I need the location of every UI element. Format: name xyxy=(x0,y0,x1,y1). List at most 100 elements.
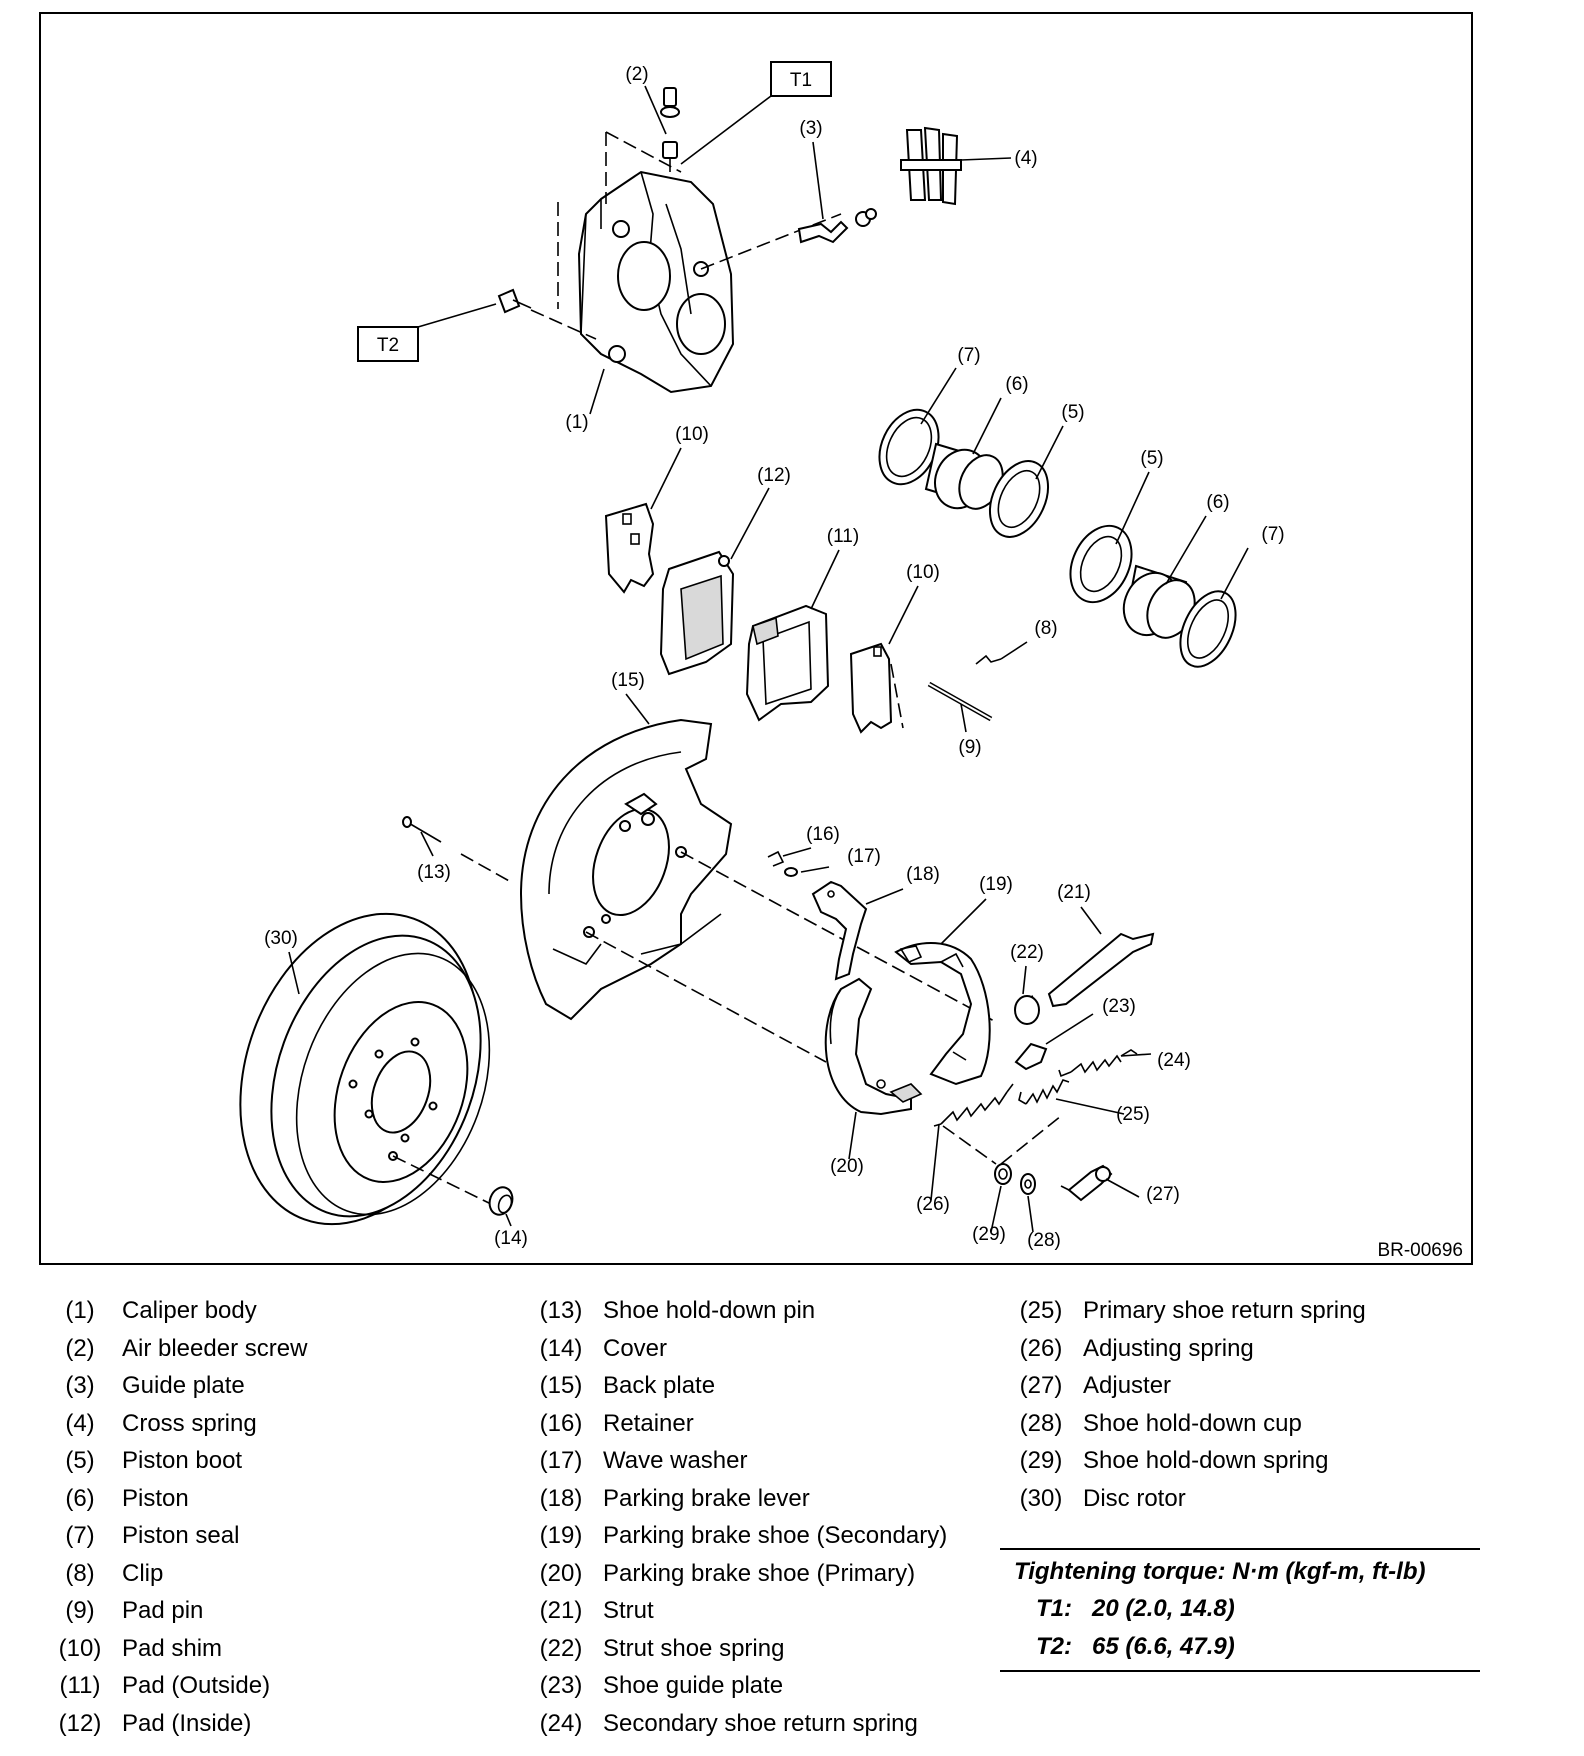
legend-item-name: Air bleeder screw xyxy=(122,1334,308,1362)
callout-29: (29) xyxy=(972,1224,1006,1245)
legend-item-number: (5) xyxy=(65,1447,95,1474)
legend-item-number: (1) xyxy=(65,1297,95,1324)
bottom-rule xyxy=(1000,1670,1480,1672)
top-rule xyxy=(1000,1548,1480,1550)
t2-label: T2 xyxy=(377,335,399,356)
legend-item-number: (20) xyxy=(539,1559,583,1587)
legend-item-name: Cross spring xyxy=(122,1409,257,1437)
legend-item-name: Piston boot xyxy=(122,1447,243,1474)
clip xyxy=(975,654,1002,665)
callout-10-upper: (10) xyxy=(675,424,709,445)
legend-item-name: Strut shoe spring xyxy=(603,1634,785,1662)
callout-26: (26) xyxy=(916,1194,950,1215)
legend-item-number: (11) xyxy=(59,1672,101,1699)
back-plate xyxy=(519,718,733,1021)
callout-21: (21) xyxy=(1057,882,1091,903)
legend-item-name: Adjuster xyxy=(1083,1372,1172,1399)
legend-item-number: (16) xyxy=(539,1409,583,1437)
legend-item-number: (28) xyxy=(1019,1409,1063,1437)
legend-item-name: Pad (Inside) xyxy=(122,1709,252,1737)
callout-7-upper: (7) xyxy=(957,345,980,366)
callout-22: (22) xyxy=(1010,942,1044,963)
t1-label: T1 xyxy=(790,70,812,91)
legend-item-number: (13) xyxy=(539,1297,583,1324)
callout-19: (19) xyxy=(979,874,1013,895)
pad-inside xyxy=(659,550,735,676)
legend-item-number: (8) xyxy=(65,1559,95,1587)
parking-brake-shoe-secondary xyxy=(894,942,991,1086)
legend-item-name: Guide plate xyxy=(122,1372,245,1399)
torque-label-t2: T2 xyxy=(357,303,497,362)
callout-15: (15) xyxy=(611,670,645,691)
callout-8: (8) xyxy=(1034,618,1057,639)
callout-4: (4) xyxy=(1014,148,1037,169)
adjuster xyxy=(1060,1164,1113,1202)
legend-item-number: (27) xyxy=(1019,1372,1063,1399)
callout-17: (17) xyxy=(847,846,881,867)
torque-table: Tightening torque: N·m (kgf-m, ft-lb) T1… xyxy=(1000,1548,1480,1672)
legend-item-number: (14) xyxy=(539,1334,583,1362)
pad-pin xyxy=(927,681,993,722)
legend-item-number: (6) xyxy=(65,1484,95,1512)
torque-key: T1: xyxy=(1036,1595,1072,1622)
callout-3: (3) xyxy=(799,118,822,139)
callout-23: (23) xyxy=(1102,996,1136,1017)
callout-28: (28) xyxy=(1027,1230,1061,1251)
pad-outside xyxy=(745,604,830,722)
legend-item-name: Shoe hold-down pin xyxy=(603,1297,816,1324)
callout-25: (25) xyxy=(1116,1104,1150,1125)
legend-item-name: Clip xyxy=(122,1559,164,1587)
cross-spring xyxy=(900,126,962,206)
legend-item-name: Parking brake lever xyxy=(603,1484,810,1512)
legend-item-number: (9) xyxy=(65,1597,95,1624)
caliper-mounting-bolt xyxy=(497,288,532,314)
callout-labels: (2) (3) (4) (1) (7) (6) (5) (5) (6) (7) … xyxy=(264,64,1285,1251)
adjusting-spring xyxy=(933,1083,1014,1127)
legend-item-number: (10) xyxy=(58,1634,102,1662)
legend-item-number: (3) xyxy=(65,1372,95,1399)
torque-heading: Tightening torque: N·m (kgf-m, ft-lb) xyxy=(1014,1558,1426,1585)
callout-5-lower: (5) xyxy=(1140,448,1163,469)
callout-5-upper: (5) xyxy=(1061,402,1084,423)
legend-item-name: Wave washer xyxy=(603,1447,748,1474)
torque-row: T1: 20 (2.0, 14.8) xyxy=(1000,1590,1480,1628)
callout-18: (18) xyxy=(906,864,940,885)
shoe-guide-plate xyxy=(1014,1042,1048,1071)
legend-item-name: Back plate xyxy=(603,1372,716,1399)
parking-brake-lever xyxy=(811,880,868,981)
torque-value: 65 (6.6, 47.9) xyxy=(1092,1633,1235,1660)
diagram-canvas: T1 T2 xyxy=(239,61,1463,1261)
legend-item-number: (25) xyxy=(1019,1297,1063,1324)
legend-item-name: Pad pin xyxy=(122,1597,204,1624)
torque-label-t1: T1 xyxy=(680,61,832,165)
callout-10-lower: (10) xyxy=(906,562,940,583)
legend-item-number: (2) xyxy=(65,1334,95,1362)
caliper-body xyxy=(577,170,735,394)
callout-1: (1) xyxy=(565,412,588,433)
callout-2: (2) xyxy=(625,64,648,85)
legend-item-number: (7) xyxy=(65,1522,95,1549)
legend-item-name: Piston seal xyxy=(122,1522,240,1549)
air-bleeder-screw xyxy=(660,87,680,172)
shoe-hold-down-spring xyxy=(994,1163,1012,1185)
legend-item-number: (23) xyxy=(539,1672,583,1699)
figure-id: BR-00696 xyxy=(1377,1240,1463,1261)
legend-item-name: Pad (Outside) xyxy=(122,1672,271,1699)
legend-item-name: Primary shoe return spring xyxy=(1083,1297,1366,1324)
guide-plate xyxy=(797,208,877,244)
legend-item-number: (29) xyxy=(1019,1447,1063,1474)
legend-item-number: (21) xyxy=(539,1597,583,1624)
callout-6-upper: (6) xyxy=(1005,374,1028,395)
legend-item-name: Shoe hold-down spring xyxy=(1083,1447,1329,1474)
legend-item-name: Cover xyxy=(603,1334,668,1362)
legend-item-name: Retainer xyxy=(603,1409,694,1437)
legend-item-number: (22) xyxy=(539,1634,583,1662)
callout-7-lower: (7) xyxy=(1261,524,1284,545)
legend-item-number: (30) xyxy=(1019,1484,1063,1512)
cover xyxy=(488,1186,514,1216)
primary-shoe-return-spring xyxy=(1018,1079,1070,1105)
legend-item-number: (19) xyxy=(539,1522,583,1549)
piston-lower xyxy=(1122,564,1196,639)
legend-item-name: Shoe guide plate xyxy=(603,1672,784,1699)
wave-washer xyxy=(784,867,798,877)
